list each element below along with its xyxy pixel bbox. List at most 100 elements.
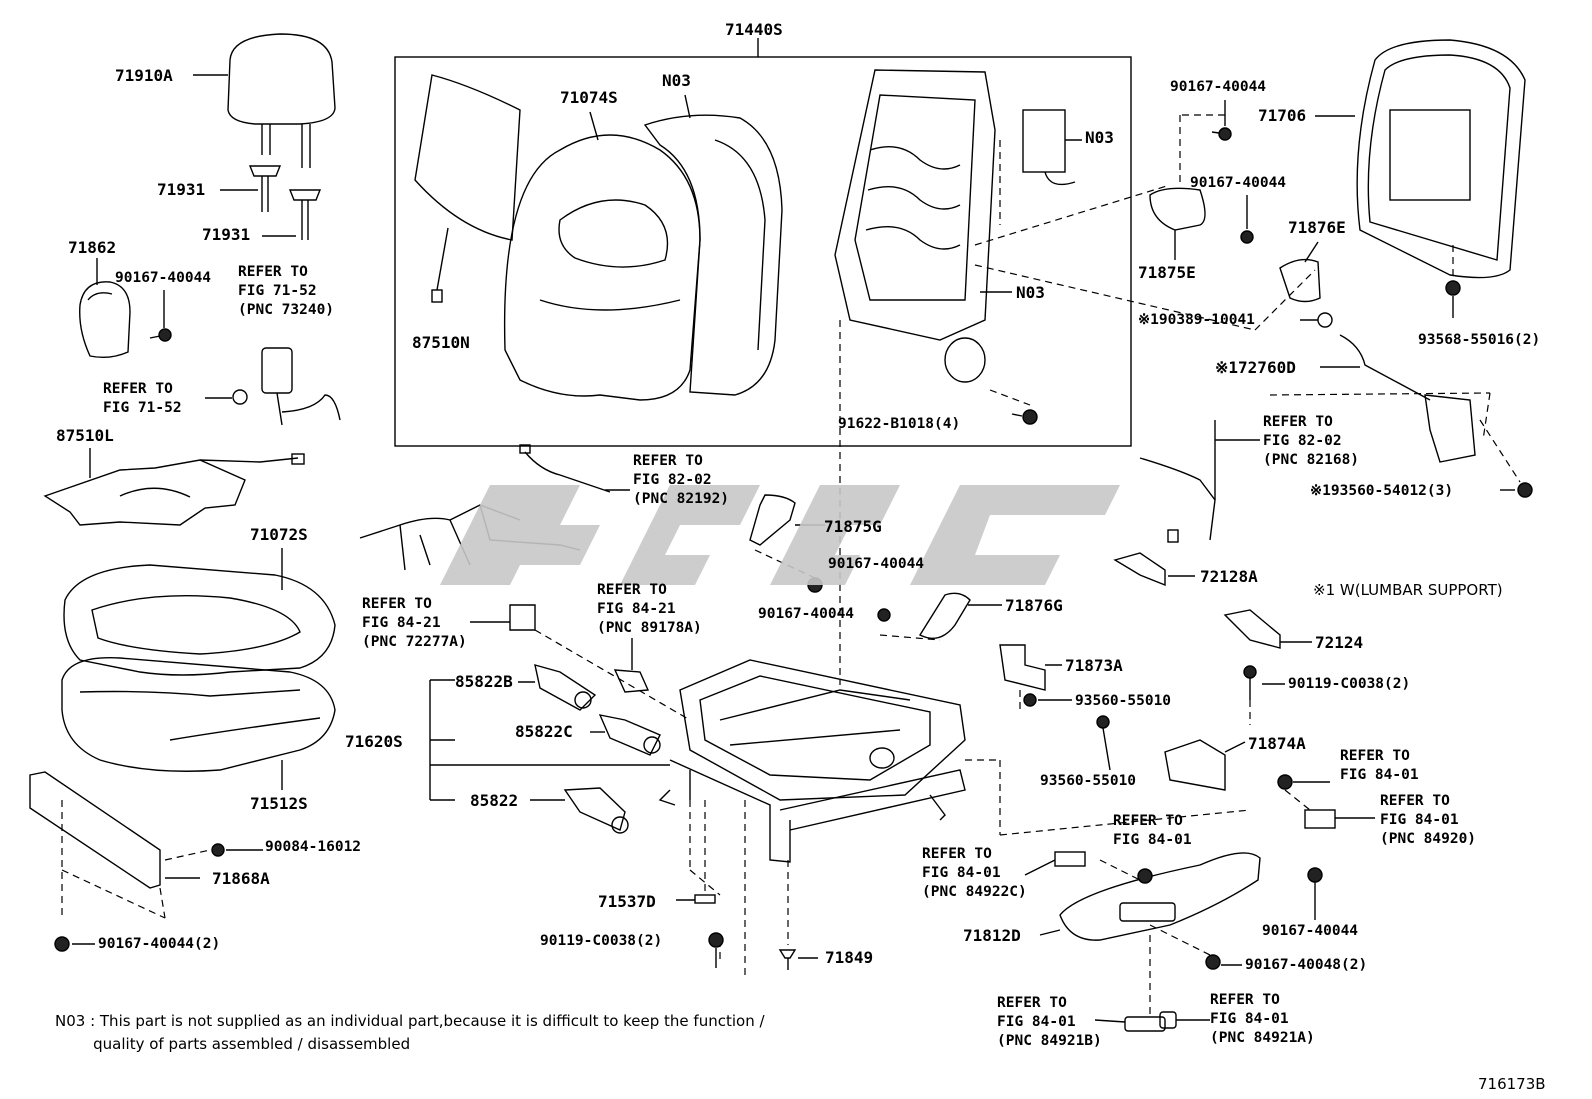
label-71537d: 71537D bbox=[598, 892, 656, 911]
headrest-71910a bbox=[193, 33, 336, 168]
label-91622-b1018: 91622-B1018(4) bbox=[838, 416, 961, 432]
label-71875g: 71875G bbox=[824, 517, 882, 536]
label-87510n: 87510N bbox=[412, 333, 470, 352]
harness-82168 bbox=[1139, 420, 1260, 543]
bracket-72128a bbox=[1113, 552, 1195, 587]
bolt-90119-lower bbox=[708, 932, 724, 968]
motor-85822 bbox=[563, 787, 629, 834]
label-90167-40044-g: 90167-40044 bbox=[1262, 923, 1359, 939]
label-71812d: 71812D bbox=[963, 926, 1021, 945]
lumbar-support-note: ※1 W(LUMBAR SUPPORT) bbox=[1313, 581, 1503, 599]
seat-cushion-pad-71072s bbox=[63, 548, 336, 676]
label-90167-40048: 90167-40048(2) bbox=[1245, 957, 1368, 973]
label-71873a: 71873A bbox=[1065, 656, 1123, 675]
bracket-71874a bbox=[1096, 715, 1246, 791]
label-71876e: 71876E bbox=[1288, 218, 1346, 237]
label-71931-b: 71931 bbox=[202, 225, 251, 244]
label-90167-40044-a: 90167-40044 bbox=[115, 270, 212, 286]
label-90084-16012: 90084-16012 bbox=[265, 839, 362, 855]
lumbar-cable-72760d bbox=[1300, 312, 1533, 498]
bolt-90167-top bbox=[1211, 100, 1232, 141]
label-71537d bbox=[676, 894, 716, 904]
shield-71862 bbox=[79, 258, 172, 359]
switch-cover-71812d bbox=[1039, 852, 1261, 941]
headrest-guide-71931 bbox=[220, 165, 322, 240]
ref-fig-71-52-pnc-73240: REFER TO FIG 71-52 (PNC 73240) bbox=[238, 264, 335, 318]
label-71620s: 71620S bbox=[345, 732, 403, 751]
label-71876g: 71876G bbox=[1005, 596, 1063, 615]
label-72124: 72124 bbox=[1315, 633, 1364, 652]
label-71074s: 71074S bbox=[560, 88, 618, 107]
label-90119-c0038-a: 90119-C0038(2) bbox=[1288, 676, 1411, 692]
cover-71876e bbox=[1279, 241, 1321, 303]
illustration-code: 716173B bbox=[1478, 1075, 1546, 1093]
harness-82192 bbox=[359, 444, 630, 571]
label-90167-40044-d: 90167-40044 bbox=[828, 556, 925, 572]
label-93560-55010-b: 93560-55010 bbox=[1040, 773, 1137, 789]
ref-fig-71-52: REFER TO FIG 71-52 bbox=[103, 381, 182, 416]
label-93568-55016: 93568-55016(2) bbox=[1418, 332, 1541, 348]
ref-fig-84-01-pnc-84922c: REFER TO FIG 84-01 (PNC 84922C) bbox=[922, 846, 1027, 900]
pin-71849 bbox=[778, 949, 818, 970]
watermark bbox=[440, 485, 1120, 585]
bracket-71873a bbox=[999, 644, 1072, 707]
motor-85822b bbox=[534, 664, 597, 711]
label-71072s: 71072S bbox=[250, 525, 308, 544]
label-n03-a: N03 bbox=[662, 71, 691, 90]
label-90167-40044-e: 90167-40044 bbox=[758, 606, 855, 622]
label-90119-c0038-b: 90119-C0038(2) bbox=[540, 933, 663, 949]
cover-71876g bbox=[877, 592, 1002, 639]
label-85822: 85822 bbox=[470, 791, 519, 810]
seat-belt-buckle bbox=[205, 347, 341, 426]
label-193560-54012: ※193560-54012(3) bbox=[1310, 483, 1454, 499]
label-172760d: ※172760D bbox=[1215, 358, 1296, 377]
seatback-cover-n03 bbox=[643, 94, 783, 396]
label-90167-40044-c: 90167-40044 bbox=[1190, 175, 1287, 191]
label-71910a: 71910A bbox=[115, 66, 173, 85]
seat-cushion-cover-71512s bbox=[61, 656, 336, 790]
bracket-72124 bbox=[1223, 609, 1312, 700]
label-n03-b: N03 bbox=[1085, 128, 1114, 147]
ref-fig-84-01-pnc-84920: REFER TO FIG 84-01 (PNC 84920) bbox=[1380, 793, 1477, 847]
label-71875e: 71875E bbox=[1138, 263, 1196, 282]
ref-fig-84-01-pnc-84921b: REFER TO FIG 84-01 (PNC 84921B) bbox=[997, 995, 1102, 1049]
ref-fig-84-21-pnc-89178a: REFER TO FIG 84-21 (PNC 89178A) bbox=[597, 582, 702, 636]
motor-85822c bbox=[598, 714, 661, 756]
ref-fig-84-21-pnc-72277a: REFER TO FIG 84-21 (PNC 72277A) bbox=[362, 596, 467, 650]
label-71868a: 71868A bbox=[212, 869, 270, 888]
label-90167-40044-f: 90167-40044(2) bbox=[98, 936, 221, 952]
label-71931-a: 71931 bbox=[157, 180, 206, 199]
back-board-71706 bbox=[1315, 39, 1526, 318]
seatback-pad-71074s bbox=[503, 111, 701, 401]
lumbar-plate-87510n bbox=[414, 74, 521, 303]
label-71706: 71706 bbox=[1258, 106, 1307, 125]
label-71849: 71849 bbox=[825, 948, 874, 967]
switch-knobs bbox=[1024, 774, 1375, 1032]
track-dashed-guides bbox=[534, 114, 1491, 1015]
bolts-91622 bbox=[989, 389, 1038, 425]
connector-72277a bbox=[470, 604, 536, 631]
label-71874a: 71874A bbox=[1248, 734, 1306, 753]
ref-fig-84-01-pnc-84921a: REFER TO FIG 84-01 (PNC 84921A) bbox=[1210, 992, 1315, 1046]
seatback-frame bbox=[834, 69, 1082, 383]
seat-heater-87510l bbox=[43, 448, 305, 526]
label-71512s: 71512S bbox=[250, 794, 308, 813]
side-cover-71868a bbox=[29, 771, 263, 952]
seat-track-assembly bbox=[658, 659, 966, 863]
label-71440s: 71440S bbox=[725, 20, 783, 39]
label-85822b: 85822B bbox=[455, 672, 513, 691]
bolt-90167-mid bbox=[1240, 195, 1254, 244]
label-190389-10041: ※190389-10041 bbox=[1138, 312, 1255, 328]
label-n03-c: N03 bbox=[1016, 283, 1045, 302]
label-71862: 71862 bbox=[68, 238, 117, 257]
label-90167-40044-b: 90167-40044 bbox=[1170, 79, 1267, 95]
cover-71875e bbox=[1149, 187, 1206, 260]
ref-fig-82-02-pnc-82168: REFER TO FIG 82-02 (PNC 82168) bbox=[1263, 414, 1360, 468]
motor-bracket-lines bbox=[429, 679, 670, 801]
ref-fig-82-02-pnc-82192: REFER TO FIG 82-02 (PNC 82192) bbox=[633, 453, 730, 507]
label-85822c: 85822C bbox=[515, 722, 573, 741]
label-72128a: 72128A bbox=[1200, 567, 1258, 586]
ref-fig-84-01-a: REFER TO FIG 84-01 bbox=[1340, 748, 1419, 783]
ref-fig-84-01-b: REFER TO FIG 84-01 bbox=[1113, 813, 1192, 848]
